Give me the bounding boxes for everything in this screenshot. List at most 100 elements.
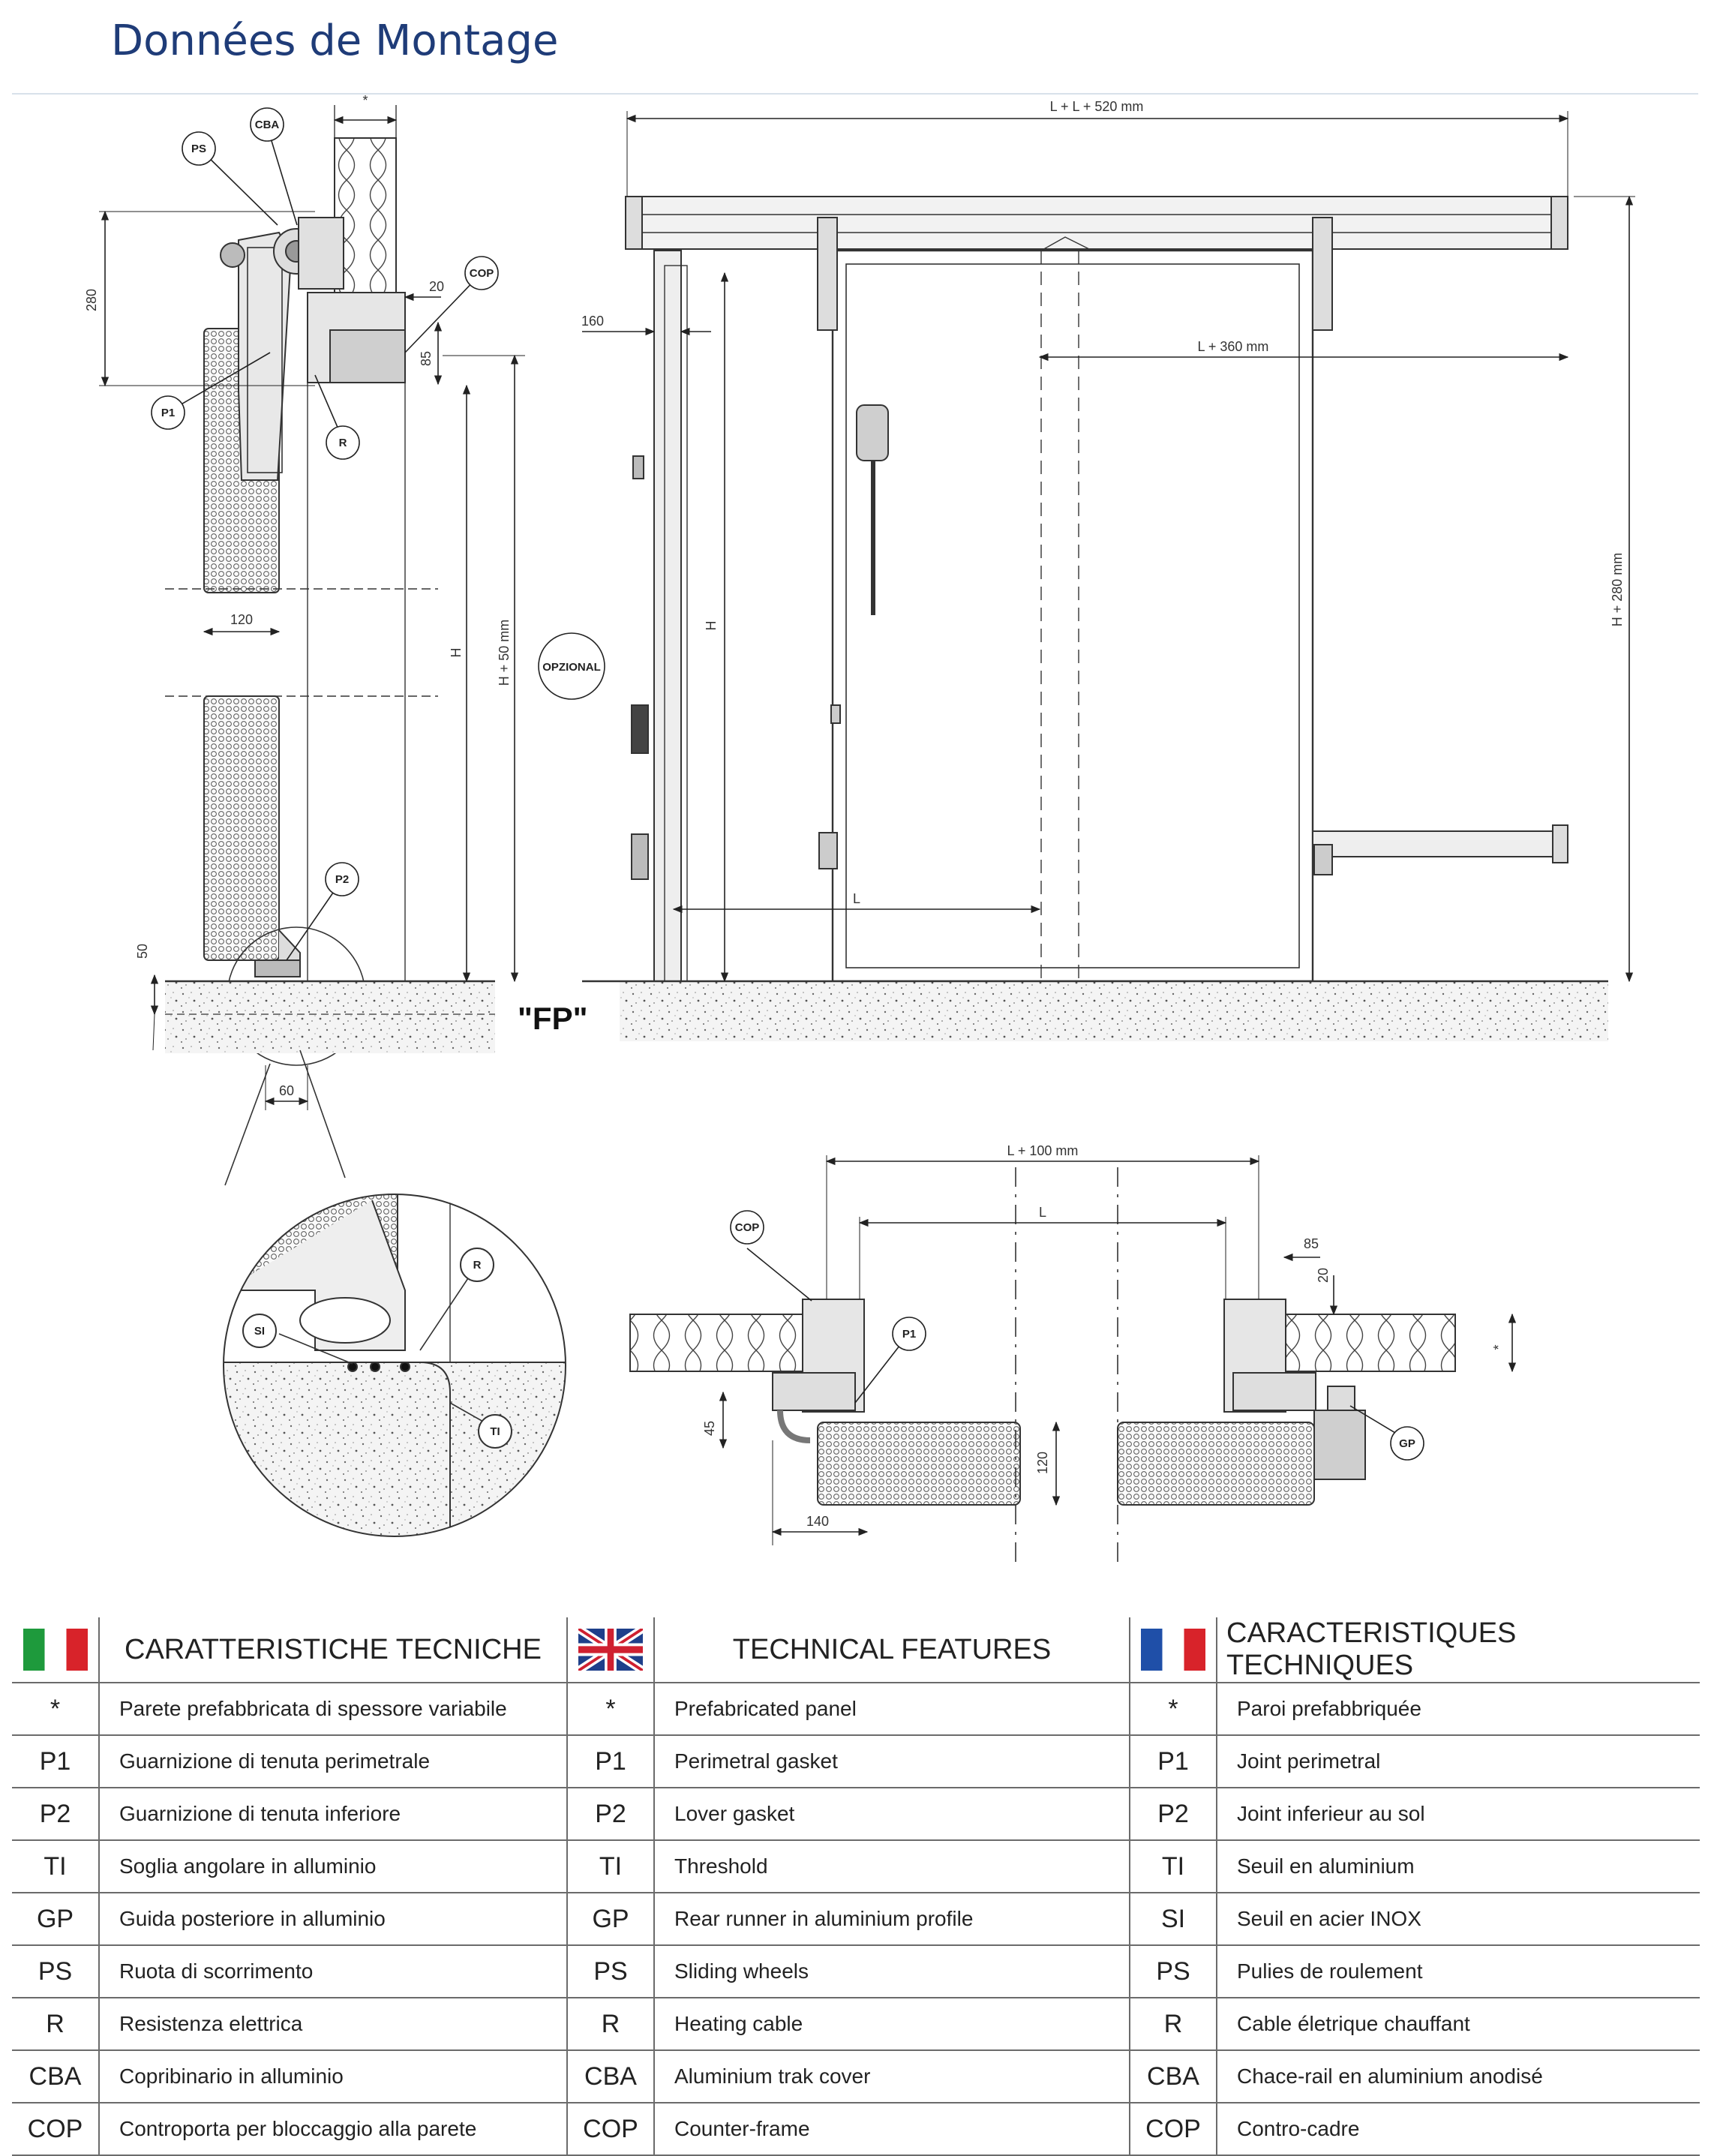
callout-circle-gp bbox=[1390, 1426, 1424, 1461]
description-english: Rear runner in aluminium profile bbox=[654, 1893, 1130, 1946]
front-elevation-view bbox=[582, 196, 1608, 1041]
dim-20: 20 bbox=[429, 279, 444, 294]
handle-plate bbox=[856, 404, 889, 461]
dim-h-plus-280: H + 280 mm bbox=[1610, 553, 1625, 627]
callout-ti: TI bbox=[490, 1425, 500, 1438]
dim-h-front: H bbox=[704, 621, 719, 631]
callout-circle-p2 bbox=[325, 862, 359, 896]
description-italian: Soglia angolare in alluminio bbox=[99, 1840, 568, 1893]
code-english: P1 bbox=[567, 1735, 655, 1788]
threshold-detail-view bbox=[223, 1194, 566, 1537]
track-profile bbox=[298, 217, 344, 290]
description-french: Pulies de roulement bbox=[1217, 1945, 1700, 1998]
callout-cop-plan: COP bbox=[735, 1221, 760, 1234]
dim-85: 85 bbox=[419, 351, 434, 366]
code-english: COP bbox=[567, 2103, 655, 2156]
callout-p1: P1 bbox=[161, 407, 175, 419]
description-french: Contro-cadre bbox=[1217, 2103, 1700, 2156]
door-frame bbox=[653, 250, 682, 982]
code-italian: P1 bbox=[12, 1735, 100, 1788]
door-leaf bbox=[831, 249, 1314, 983]
description-english: Prefabricated panel bbox=[654, 1683, 1130, 1736]
header-italian: CARATTERISTICHE TECNICHE bbox=[99, 1617, 568, 1683]
code-french: PS bbox=[1130, 1945, 1217, 1998]
description-italian: Guarnizione di tenuta inferiore bbox=[99, 1788, 568, 1841]
callout-circle-ti bbox=[478, 1414, 512, 1449]
description-french: Seuil en aluminium bbox=[1217, 1840, 1700, 1893]
description-french: Cable életrique chauffant bbox=[1217, 1998, 1700, 2051]
optional-lock bbox=[631, 704, 649, 754]
description-italian: Guarnizione di tenuta perimetrale bbox=[99, 1735, 568, 1788]
description-italian: Controporta per bloccaggio alla parete bbox=[99, 2103, 568, 2156]
description-english: Heating cable bbox=[654, 1998, 1130, 2051]
code-french: * bbox=[1130, 1683, 1217, 1736]
callout-circle-cop bbox=[464, 256, 499, 290]
door-leaf-plan-right bbox=[1117, 1422, 1315, 1506]
code-french: P1 bbox=[1130, 1735, 1217, 1788]
callout-circle-ps bbox=[182, 131, 216, 166]
description-italian: Guida posteriore in alluminio bbox=[99, 1893, 568, 1946]
table-row: *Parete prefabbricata di spessore variab… bbox=[12, 1683, 1700, 1736]
dim-l-plus-360: L + 360 mm bbox=[1198, 339, 1269, 354]
side-section-view bbox=[165, 105, 495, 1186]
flag-uk-icon bbox=[567, 1617, 655, 1683]
dim-l-plan: L bbox=[1039, 1205, 1046, 1220]
technical-drawing: * 280 20 85 120 H H + 50 mm 50 60 "FP" C… bbox=[84, 93, 1635, 1568]
description-english: Sliding wheels bbox=[654, 1945, 1130, 1998]
dim-45: 45 bbox=[702, 1421, 717, 1436]
code-italian: PS bbox=[12, 1945, 100, 1998]
code-french: SI bbox=[1130, 1893, 1217, 1946]
page-title: Données de Montage bbox=[111, 17, 559, 65]
hanger-right bbox=[1312, 217, 1333, 331]
description-english: Threshold bbox=[654, 1840, 1130, 1893]
code-english: * bbox=[567, 1683, 655, 1736]
dim-120-plan: 120 bbox=[1035, 1452, 1050, 1474]
flag-italy-icon bbox=[12, 1617, 100, 1683]
callout-gp: GP bbox=[1399, 1437, 1415, 1450]
dim-star-top: * bbox=[362, 93, 368, 108]
code-italian: CBA bbox=[12, 2050, 100, 2103]
code-english: P2 bbox=[567, 1788, 655, 1841]
code-english: TI bbox=[567, 1840, 655, 1893]
callout-circle-p1-plan bbox=[892, 1317, 926, 1351]
description-english: Lover gasket bbox=[654, 1788, 1130, 1841]
dim-50: 50 bbox=[135, 944, 150, 959]
description-english: Aluminium trak cover bbox=[654, 2050, 1130, 2103]
rear-guide bbox=[1312, 830, 1568, 857]
callout-ps: PS bbox=[191, 143, 206, 155]
callout-circle-p1 bbox=[151, 395, 185, 430]
floor-finish-label: "FP" bbox=[518, 1001, 588, 1036]
dim-h-side: H bbox=[449, 648, 464, 658]
flag-france-icon bbox=[1130, 1617, 1217, 1683]
code-french: CBA bbox=[1130, 2050, 1217, 2103]
code-french: COP bbox=[1130, 2103, 1217, 2156]
dim-140: 140 bbox=[806, 1514, 829, 1529]
callout-r-detail: R bbox=[473, 1259, 482, 1272]
header-english: TECHNICAL FEATURES bbox=[654, 1617, 1130, 1683]
dim-h-plus-50: H + 50 mm bbox=[497, 620, 512, 686]
code-english: R bbox=[567, 1998, 655, 2051]
floor-slab-right bbox=[620, 981, 1608, 1041]
code-italian: R bbox=[12, 1998, 100, 2051]
description-french: Joint inferieur au sol bbox=[1217, 1788, 1700, 1841]
code-french: P2 bbox=[1130, 1788, 1217, 1841]
top-rail bbox=[625, 196, 1568, 250]
dim-l-plus-100: L + 100 mm bbox=[1007, 1143, 1079, 1158]
door-leaf-lower bbox=[203, 695, 280, 961]
door-leaf-plan-left bbox=[817, 1422, 1021, 1506]
description-english: Perimetral gasket bbox=[654, 1735, 1130, 1788]
dim-20-plan: 20 bbox=[1316, 1268, 1331, 1283]
description-english: Counter-frame bbox=[654, 2103, 1130, 2156]
description-italian: Parete prefabbricata di spessore variabi… bbox=[99, 1683, 568, 1736]
description-french: Joint perimetral bbox=[1217, 1735, 1700, 1788]
code-italian: * bbox=[12, 1683, 100, 1736]
callout-circle-r bbox=[326, 425, 360, 460]
description-french: Paroi prefabbriquée bbox=[1217, 1683, 1700, 1736]
code-english: PS bbox=[567, 1945, 655, 1998]
code-english: GP bbox=[567, 1893, 655, 1946]
